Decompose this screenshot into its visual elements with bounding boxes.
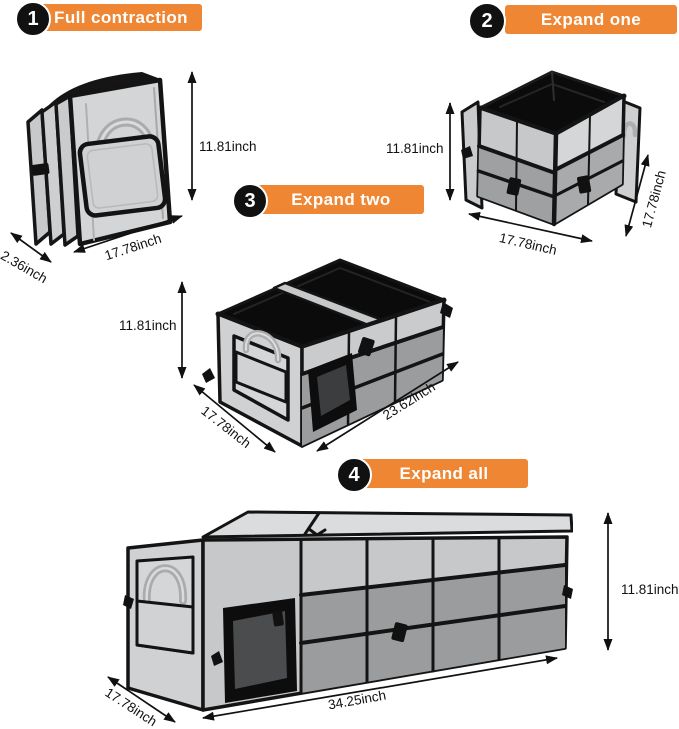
step3-height-label: 11.81inch [119,318,177,333]
step2-height-label: 11.81inch [386,141,444,156]
step-4-number-badge: 4 [336,457,372,493]
step-4-banner: Expand all [360,459,528,488]
step1-depth-label: 2.36inch [0,247,50,287]
step-3-banner: Expand two [258,185,424,214]
step-1-number-badge: 1 [15,1,51,37]
step-3-number-badge: 3 [232,183,268,219]
one-compartment-open-illustration [460,70,642,227]
folded-organizer-illustration [26,72,173,247]
step-2-number-badge: 2 [468,2,506,40]
fully-expanded-organizer-illustration [123,510,573,712]
two-compartments-open-illustration [202,258,453,448]
step-1-banner: Full contraction [40,4,202,31]
step4-height-label: 11.81inch [621,582,679,597]
step-2-banner: Expand one [505,5,677,34]
step1-height-label: 11.81inch [199,139,257,154]
